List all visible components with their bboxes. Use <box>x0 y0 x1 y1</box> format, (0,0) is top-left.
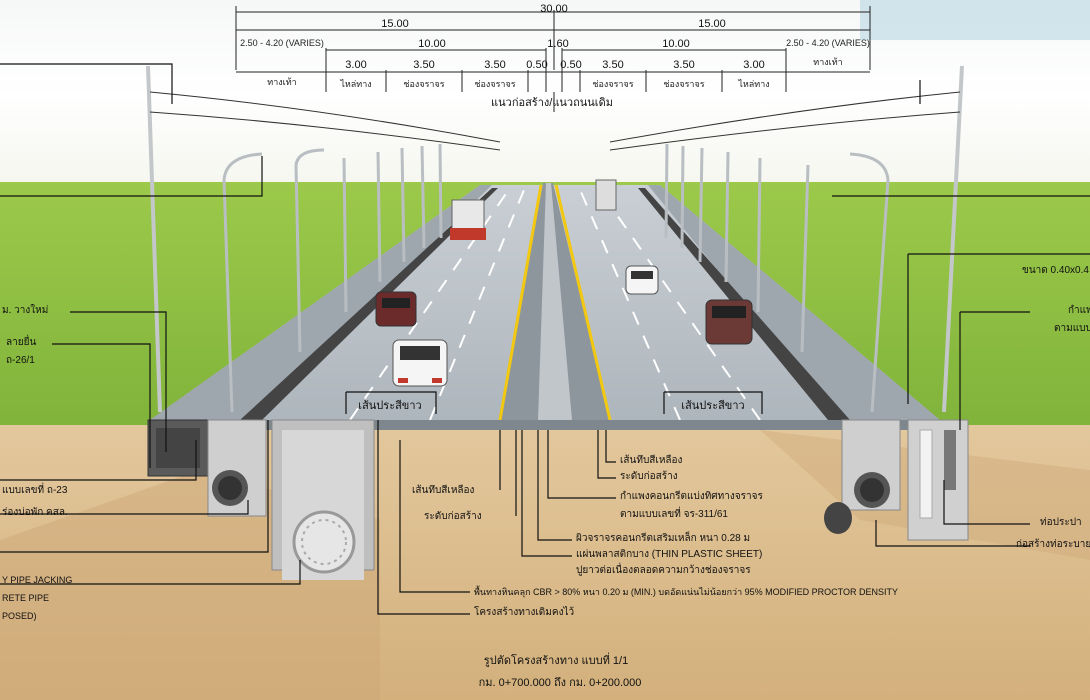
dim-lane-left-4: 0.50 <box>526 59 548 71</box>
callout-left-drawing-26: ถ-26/1 <box>6 355 35 366</box>
dim-carriageway-right: 10.00 <box>662 38 690 50</box>
road-shoulder-right <box>648 185 940 420</box>
dim-sub-lane-right-2: ช่องจราจร <box>663 79 705 89</box>
dim-sub-lane-right-1: ช่องจราจร <box>592 79 634 89</box>
callout-right-size: ขนาด 0.40x0.4 <box>1022 265 1089 276</box>
power-lines <box>149 91 961 151</box>
callout-left-manhole: ร่องบ่อพัก คสล. <box>2 507 68 518</box>
dimension-lines <box>235 6 871 112</box>
dim-sub-shoulder-left: ไหล่ทาง <box>340 79 372 89</box>
callout-construction-level-left: ระดับก่อสร้าง <box>424 511 482 522</box>
drawing-title: รูปตัดโครงสร้างทาง แบบที่ 1/1 <box>483 655 629 667</box>
pipe-right-2 <box>824 502 852 534</box>
street-lamps-left <box>222 143 443 413</box>
drawing-station-range: กม. 0+700.000 ถึง กม. 0+200.000 <box>478 677 642 689</box>
lane-dash-right-2 <box>595 184 761 421</box>
yellow-line-right <box>554 184 612 421</box>
callout-yellow-solid-left: เส้นทึบสีเหลือง <box>412 485 475 496</box>
dim-half-left: 15.00 <box>381 18 409 30</box>
callout-existing-structure: โครงสร้างทางเดิมคงไว้ <box>474 607 575 618</box>
callout-surface: ผิวจราจรคอนกรีตเสริมเหล็ก หนา 0.28 ม <box>576 533 751 544</box>
truck-left <box>450 199 486 240</box>
dim-sub-sidewalk-right: ทางเท้า <box>813 57 843 67</box>
callout-left-drawing-23: แบบเลขที่ ถ-23 <box>2 485 68 496</box>
callout-base-course: พื้นทางหินคลุก CBR > 80% หนา 0.20 ม (MIN… <box>474 587 899 597</box>
callout-left-protruding: ลายยื่น <box>6 337 37 348</box>
yellow-line-left <box>498 184 543 421</box>
road-shoulder-left <box>150 185 492 420</box>
callout-yellow-solid-right: เส้นทึบสีเหลือง <box>620 455 683 466</box>
dim-sub-sidewalk-left: ทางเท้า <box>267 77 297 87</box>
dim-carriageway-left: 10.00 <box>418 38 446 50</box>
lane-line-label-right: เส้นประสีขาว <box>681 400 745 412</box>
kerb-left <box>240 188 498 420</box>
callout-left-pipe-jacking: Y PIPE JACKING <box>2 575 73 585</box>
street-lamps-right <box>664 143 890 413</box>
dim-lane-left-3: 3.50 <box>484 59 506 71</box>
car-maroon-right <box>705 299 753 345</box>
callout-right-drawing: ตามแบบ <box>1054 323 1090 334</box>
dim-lane-left-2: 3.50 <box>413 59 435 71</box>
dim-sub-shoulder-right: ไหล่ทาง <box>738 79 770 89</box>
dim-median: 1.60 <box>547 38 569 50</box>
callout-plastic-1: แผ่นพลาสติกบาง (THIN PLASTIC SHEET) <box>576 549 763 560</box>
callout-plastic-2: ปูยาวต่อเนื่องตลอดความกว้างช่องจราจร <box>576 565 751 576</box>
dim-lane-right-4: 3.00 <box>743 59 765 71</box>
median-top <box>538 183 572 420</box>
callout-right-wall: กำแพ <box>1068 305 1090 316</box>
lane-dash-left-1 <box>349 184 513 421</box>
callout-left-proposed: POSED) <box>2 611 37 621</box>
callout-barrier-2: ตามแบบเลขที่ จร-311/61 <box>620 509 728 520</box>
dim-half-right: 15.00 <box>698 18 726 30</box>
lane-dash-right-1 <box>577 184 681 421</box>
dim-lane-right-1: 0.50 <box>560 59 582 71</box>
car-white-left <box>392 339 448 387</box>
dim-lane-left-1: 3.00 <box>345 59 367 71</box>
leader-lines <box>0 63 1090 615</box>
dim-lane-right-3: 3.50 <box>673 59 695 71</box>
callout-right-water-pipe: ท่อประปา <box>1040 517 1082 528</box>
truck-right <box>595 179 617 211</box>
car-maroon-left <box>375 291 417 327</box>
water-pipe-box-right <box>907 419 969 541</box>
lane-line-label-left: เส้นประสีขาว <box>358 400 422 412</box>
dim-sub-lane-left-2: ช่องจราจร <box>474 79 516 89</box>
dim-sidewalk-left: 2.50 - 4.20 (VARIES) <box>240 38 324 48</box>
utility-poles <box>146 65 964 413</box>
drainage-box-left-inner <box>156 428 200 468</box>
callout-right-drain-construct: ก่อสร้างท่อระบาย <box>1016 539 1090 550</box>
callout-barrier-1: กำแพงคอนกรีตแบ่งทิศทางจราจร <box>620 491 763 502</box>
callout-left-new-laid: ม. วางใหม่ <box>2 305 49 316</box>
road-slab-edge <box>150 420 940 430</box>
alignment-label: แนวก่อสร้าง/แนวถนนเดิม <box>491 97 613 109</box>
dim-sidewalk-right: 2.50 - 4.20 (VARIES) <box>786 38 870 48</box>
callout-left-concrete-pipe: RETE PIPE <box>2 593 50 603</box>
lane-dash-left-2 <box>429 184 527 421</box>
callout-construction-level-right: ระดับก่อสร้าง <box>620 471 678 482</box>
dim-sub-lane-left-1: ช่องจราจร <box>403 79 445 89</box>
dim-lane-right-2: 3.50 <box>602 59 624 71</box>
dim-total: 30.00 <box>540 3 568 15</box>
sky-cloud-right <box>860 0 1090 40</box>
car-white-right <box>625 265 659 295</box>
